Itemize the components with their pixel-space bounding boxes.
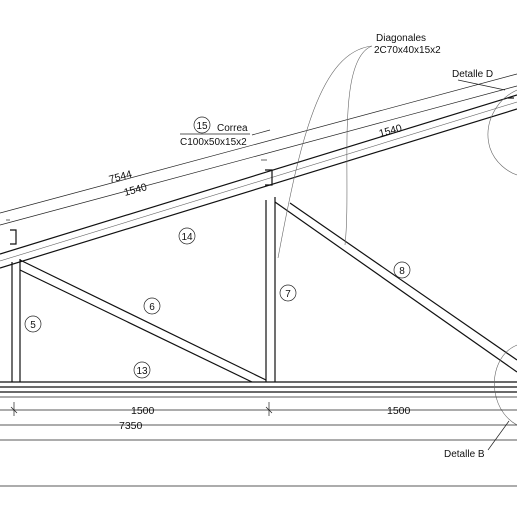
correa-profile: C100x50x15x2	[180, 137, 247, 148]
diagonales-profile: 2C70x40x15x2	[374, 45, 441, 56]
detalle-b-label: Detalle B	[444, 449, 485, 460]
tag-8: 8	[393, 261, 411, 279]
diagonal-left	[19, 259, 267, 383]
tag-14: 14	[178, 227, 196, 245]
tag-8-text: 8	[399, 266, 405, 277]
vertical-left	[11, 259, 21, 382]
tag-15: 15	[180, 116, 250, 135]
top-dimension-lines	[0, 73, 517, 226]
tag-15-text: 15	[196, 121, 208, 132]
top-chord	[0, 94, 517, 269]
detail-circle-b	[494, 344, 517, 426]
tag-6-text: 6	[149, 302, 155, 313]
tag-14-text: 14	[181, 232, 193, 243]
dim-bottom-span-right: 1500	[387, 405, 411, 417]
correa-label: Correa	[217, 123, 248, 134]
purlin-symbol-left	[6, 219, 17, 245]
bottom-chord	[0, 381, 517, 393]
tag-7: 7	[279, 284, 297, 302]
bottom-dimension-lines	[0, 396, 517, 487]
leader-lines	[251, 45, 510, 451]
dim-top-span-left: 1540	[123, 181, 149, 199]
diagonal-right	[274, 201, 517, 373]
tag-5-text: 5	[30, 320, 36, 331]
dim-top-span-right: 1540	[378, 122, 404, 140]
dim-bottom-span-left: 1500	[131, 405, 155, 417]
tag-7-text: 7	[285, 289, 291, 300]
detail-circle-d	[487, 89, 517, 176]
dim-top-total: 7544	[108, 168, 134, 186]
detalle-d-label: Detalle D	[452, 69, 493, 80]
diagonales-title: Diagonales	[376, 33, 426, 44]
tag-6: 6	[143, 297, 161, 315]
tag-13-text: 13	[136, 366, 148, 377]
dim-bottom-total: 7350	[119, 420, 143, 432]
tag-13: 13	[133, 361, 151, 379]
purlin-symbol-middle	[261, 159, 273, 186]
vertical-middle	[265, 197, 276, 382]
tag-5: 5	[24, 315, 42, 333]
